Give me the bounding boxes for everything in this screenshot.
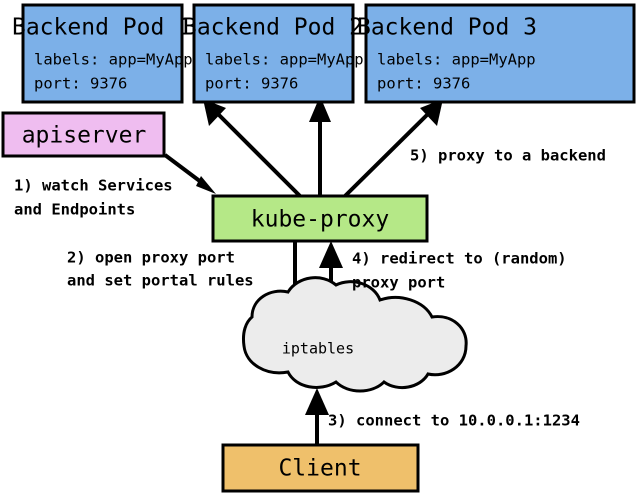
kube-proxy-title: kube-proxy	[251, 207, 389, 233]
backend-pod-3-port: port: 9376	[377, 75, 470, 93]
backend-pod-2-port: port: 9376	[205, 75, 298, 93]
node-backend-pod-2[interactable]: Backend Pod 2 labels: app=MyApp port: 93…	[183, 3, 364, 104]
backend-pod-3-labels: labels: app=MyApp	[377, 51, 536, 69]
node-apiserver[interactable]: apiserver	[1, 111, 166, 158]
edge-kubeproxy-to-pod2	[309, 96, 331, 196]
backend-pod-1-box[interactable]	[21, 3, 184, 104]
node-iptables[interactable]: iptables	[242, 276, 468, 393]
step-1-label: 1) watch Services and Endpoints	[14, 177, 173, 219]
backend-pod-1-labels: labels: app=MyApp	[34, 51, 193, 69]
backend-pod-2-box[interactable]	[192, 3, 355, 104]
edge-kubeproxy-to-pod3	[343, 99, 443, 198]
step-2-label: 2) open proxy port and set portal rules	[67, 249, 254, 290]
client-title: Client	[278, 456, 361, 482]
backend-pod-2-labels: labels: app=MyApp	[205, 51, 364, 69]
backend-pod-3-title: Backend Pod 3	[357, 15, 537, 41]
backend-pod-3-box[interactable]	[364, 3, 636, 104]
step-2-line-2: and set portal rules	[67, 272, 254, 290]
kube-proxy-box[interactable]	[211, 194, 429, 243]
step-3-label: 3) connect to 10.0.0.1:1234	[328, 412, 580, 430]
step-4-label: 4) redirect to (random) proxy port	[352, 250, 567, 292]
iptables-label: iptables	[282, 340, 354, 358]
apiserver-box[interactable]	[1, 111, 166, 158]
step-2-line-1: 2) open proxy port	[67, 249, 235, 267]
edge-apiserver-to-kubeproxy	[163, 153, 216, 194]
edge-kubeproxy-to-pod1	[203, 99, 302, 198]
step-3-line-1: 3) connect to 10.0.0.1:1234	[328, 412, 580, 430]
step-5-label: 5) proxy to a backend	[410, 147, 606, 165]
backend-pod-2-title: Backend Pod 2	[183, 15, 363, 41]
node-backend-pod-1[interactable]: Backend Pod 1 labels: app=MyApp port: 93…	[12, 3, 193, 104]
step-4-line-2: proxy port	[352, 274, 445, 292]
step-1-line-1: 1) watch Services	[14, 177, 173, 195]
edge-client-to-iptables	[305, 388, 329, 444]
step-4-line-1: 4) redirect to (random)	[352, 250, 567, 268]
client-box[interactable]	[221, 443, 420, 493]
node-kube-proxy[interactable]: kube-proxy	[211, 194, 429, 243]
node-client[interactable]: Client	[221, 443, 420, 493]
node-backend-pod-3[interactable]: Backend Pod 3 labels: app=MyApp port: 93…	[357, 3, 636, 104]
step-5-line-1: 5) proxy to a backend	[410, 147, 606, 165]
backend-pod-1-title: Backend Pod 1	[12, 15, 192, 41]
apiserver-title: apiserver	[22, 123, 147, 149]
step-1-line-2: and Endpoints	[14, 201, 135, 219]
backend-pod-1-port: port: 9376	[34, 75, 127, 93]
